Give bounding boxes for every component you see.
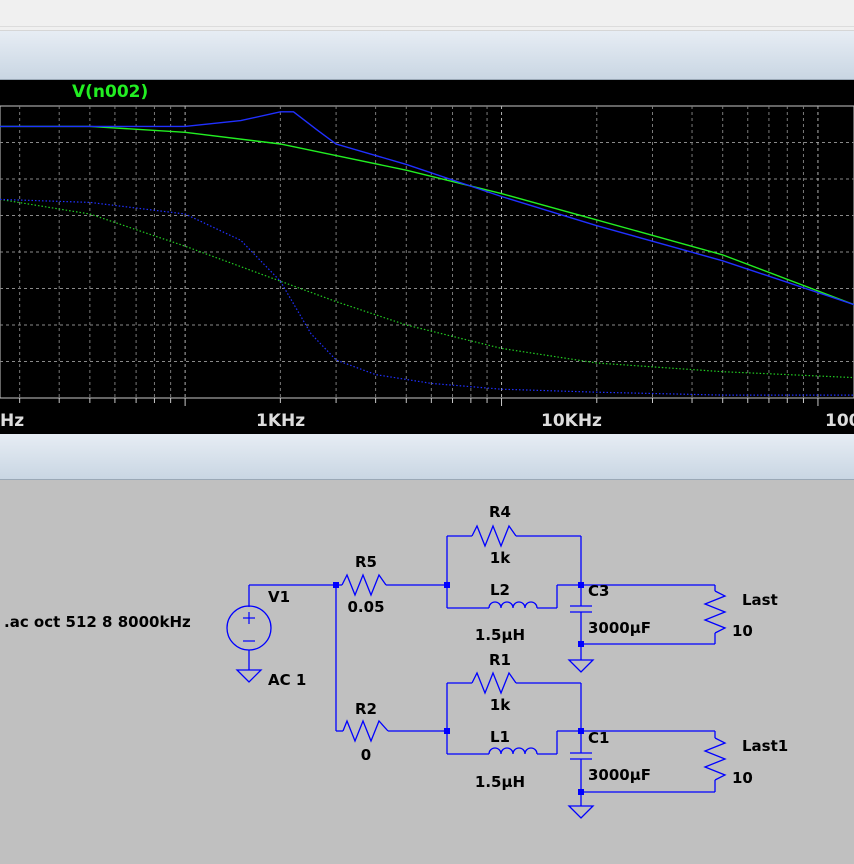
r1-name[interactable]: R1 — [489, 651, 511, 669]
ground-symbol — [567, 659, 595, 673]
l2-value[interactable]: 1.5µH — [474, 626, 526, 644]
trace-line-3[interactable] — [0, 198, 854, 396]
ground-symbol — [235, 669, 263, 683]
resistor-r5-symbol[interactable] — [341, 573, 387, 597]
l2-name[interactable]: L2 — [490, 581, 510, 599]
trace-label[interactable]: V(n002) — [72, 82, 149, 102]
r4-name[interactable]: R4 — [489, 503, 511, 521]
last-name[interactable]: Last — [742, 591, 778, 609]
ground-symbol — [567, 805, 595, 819]
junction — [578, 582, 584, 588]
c1-name[interactable]: C1 — [588, 729, 610, 747]
v1-name[interactable]: V1 — [268, 588, 291, 606]
spice-directive[interactable]: .ac oct 512 8 8000kHz — [4, 613, 191, 631]
r5-name[interactable]: R5 — [355, 553, 377, 571]
inductor-l1-symbol[interactable] — [488, 747, 538, 755]
junction — [333, 582, 339, 588]
junction — [578, 728, 584, 734]
resistor-r1-symbol[interactable] — [471, 671, 517, 695]
inductor-l2-symbol[interactable] — [488, 601, 538, 609]
resistor-last-symbol[interactable] — [703, 590, 727, 634]
r2-value[interactable]: 0 — [360, 746, 372, 764]
c3-value[interactable]: 3000µF — [588, 619, 652, 637]
top-toolbar — [0, 0, 854, 31]
x-tick-label: 1KHz — [256, 411, 306, 431]
junction — [444, 582, 450, 588]
schematic-canvas[interactable] — [0, 480, 854, 864]
r5-value[interactable]: 0.05 — [347, 598, 385, 616]
waveform-plot[interactable] — [0, 80, 854, 434]
c3-name[interactable]: C3 — [588, 582, 610, 600]
waveform-window-titlebar[interactable] — [0, 31, 854, 80]
x-tick-label: Hz — [0, 411, 25, 431]
last1-name[interactable]: Last1 — [742, 737, 789, 755]
junction — [578, 789, 584, 795]
waveform-plot-pane[interactable] — [0, 80, 854, 434]
v1-value[interactable]: AC 1 — [268, 671, 307, 689]
trace-line-1[interactable] — [0, 111, 854, 306]
schematic-window-titlebar[interactable] — [0, 434, 854, 480]
plot-frame — [0, 105, 854, 399]
c1-value[interactable]: 3000µF — [588, 766, 652, 784]
r2-name[interactable]: R2 — [355, 700, 377, 718]
r4-value[interactable]: 1k — [489, 549, 511, 567]
schematic-pane[interactable]: .ac oct 512 8 8000kHz V1 AC 1 R5 0.05 R2… — [0, 480, 854, 864]
resistor-last1-symbol[interactable] — [703, 737, 727, 781]
r1-value[interactable]: 1k — [489, 696, 511, 714]
l1-value[interactable]: 1.5µH — [474, 773, 526, 791]
trace-line-0[interactable] — [0, 125, 854, 306]
trace-line-2[interactable] — [0, 198, 854, 379]
x-tick-label: 100 — [825, 411, 854, 431]
last1-value[interactable]: 10 — [732, 769, 753, 787]
resistor-r4-symbol[interactable] — [471, 524, 517, 548]
last-value[interactable]: 10 — [732, 622, 753, 640]
x-tick-label: 10KHz — [541, 411, 602, 431]
junction — [578, 641, 584, 647]
l1-name[interactable]: L1 — [490, 728, 510, 746]
junction — [444, 728, 450, 734]
resistor-r2-symbol[interactable] — [342, 719, 389, 743]
